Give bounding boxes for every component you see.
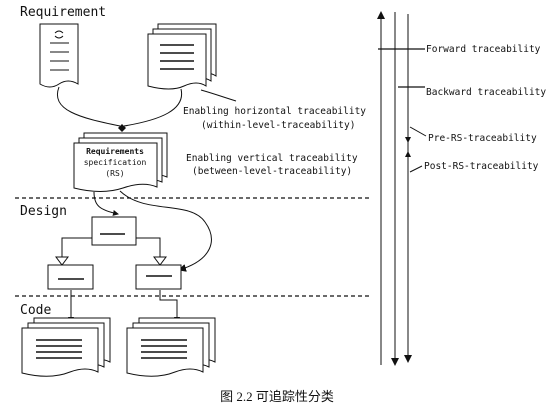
layer-label-requirement: Requirement <box>20 5 106 20</box>
figure-caption: 图 2.2 可追踪性分类 <box>220 389 334 404</box>
rs-label-line3: (RS) <box>105 169 124 178</box>
flow-rs-to-design-vertical <box>119 190 212 272</box>
requirement-document-stack <box>147 23 217 90</box>
junction-diamond <box>118 124 126 132</box>
annotation-horizontal-subtitle: (within-level-traceability) <box>201 120 355 131</box>
flow-stack-to-rs <box>123 88 183 127</box>
layer-label-design: Design <box>20 204 67 219</box>
layer-label-code: Code <box>20 303 51 318</box>
code-document-stack-right <box>126 317 216 377</box>
rs-label-line1: Requirements <box>86 146 144 156</box>
design-structure-chart <box>47 191 182 290</box>
flow-single-to-rs <box>56 86 121 127</box>
rs-label-line2: specification <box>84 158 147 167</box>
legend-post-rs: Post-RS-traceability <box>424 161 539 172</box>
pre-rs-pointer <box>409 126 427 137</box>
annotation-vertical-subtitle: (between-level-traceability) <box>192 166 352 177</box>
annotation-horizontal-title: Enabling horizontal traceability <box>183 106 366 117</box>
design-module-top <box>91 216 137 246</box>
design-module-right <box>135 264 182 290</box>
design-inherit-triangle-left <box>55 256 69 266</box>
annotation-vertical-title: Enabling vertical traceability <box>186 153 358 164</box>
code-document-stack-left <box>21 317 111 377</box>
legend-pre-rs: Pre-RS-traceability <box>428 133 537 144</box>
rs-document-stack: Requirements specification (RS) <box>73 132 168 192</box>
post-rs-pointer <box>409 165 423 173</box>
legend-forward: Forward traceability <box>426 44 541 55</box>
design-module-left <box>47 264 94 290</box>
requirement-document-single <box>39 23 79 88</box>
legend-backward: Backward traceability <box>426 87 546 98</box>
pointer-horizontal-annotation <box>200 89 237 102</box>
design-inherit-triangle-right <box>153 256 167 266</box>
flow-rs-to-design-top <box>93 191 119 216</box>
document-clip-icon <box>54 30 64 39</box>
flow-design-to-code-right <box>159 290 180 323</box>
